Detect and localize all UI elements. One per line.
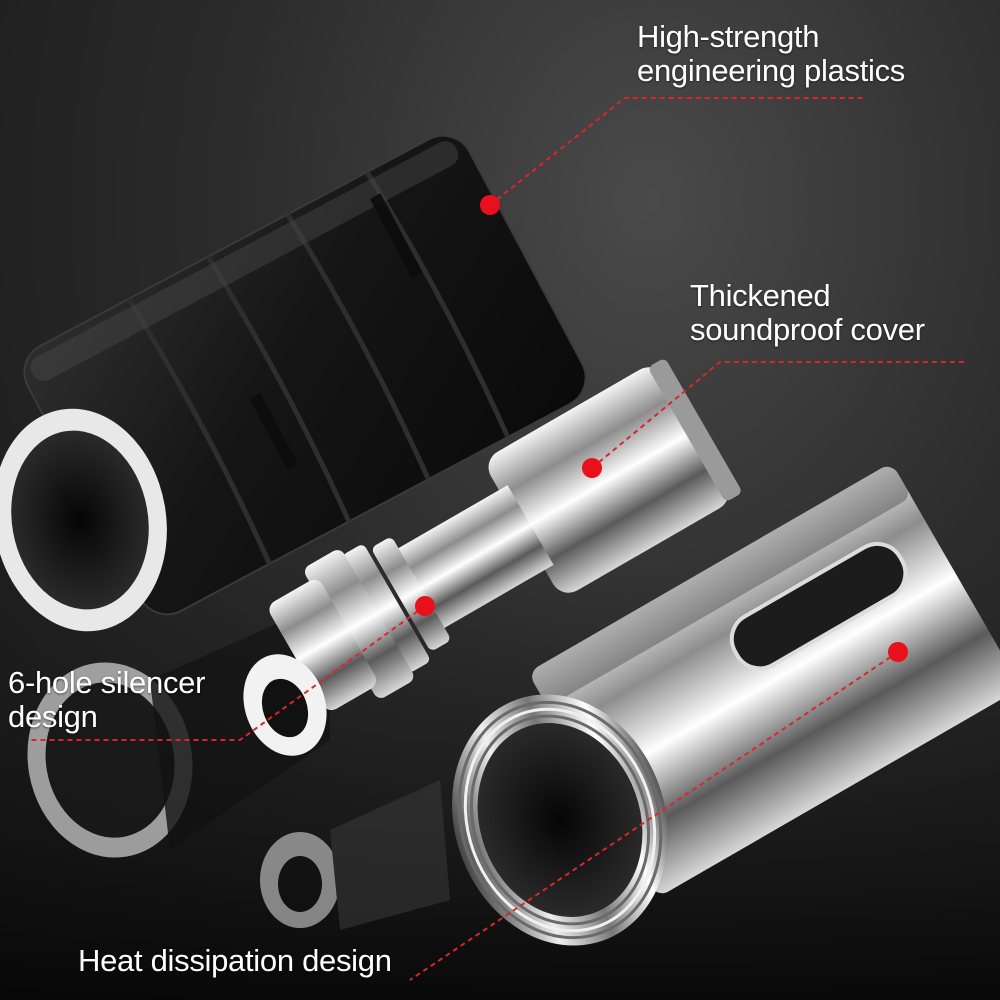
callout-soundproof-cover: Thickened soundproof cover [690,279,925,347]
chrome-silencer [243,359,741,756]
leader-line-plastics [489,97,865,206]
callout-line: engineering plastics [637,53,906,88]
threaded-barrel [452,466,1000,946]
chrome-silencer-reflection [260,780,450,930]
callout-silencer-design: 6-hole silencer design [8,666,205,734]
callout-line: 6-hole silencer [8,665,206,700]
callout-line: High-strength [637,19,820,54]
red-dot-marker [888,642,908,662]
callout-line: design [8,699,98,734]
leader-lines [30,97,965,981]
callout-line: Thickened [690,278,831,313]
soundproof-cover [0,134,587,632]
red-dot-marker [582,458,602,478]
leader-line-heat [409,651,899,981]
red-dot-marker [415,596,435,616]
marker-group [415,195,908,662]
callout-line: soundproof cover [690,312,925,347]
red-dot-marker [480,195,500,215]
callout-heat-dissipation: Heat dissipation design [78,944,392,978]
callout-line: Heat dissipation design [78,943,392,978]
callout-engineering-plastics: High-strength engineering plastics [637,20,905,88]
leader-line-silencer [30,605,426,741]
leader-line-cover [591,361,965,469]
